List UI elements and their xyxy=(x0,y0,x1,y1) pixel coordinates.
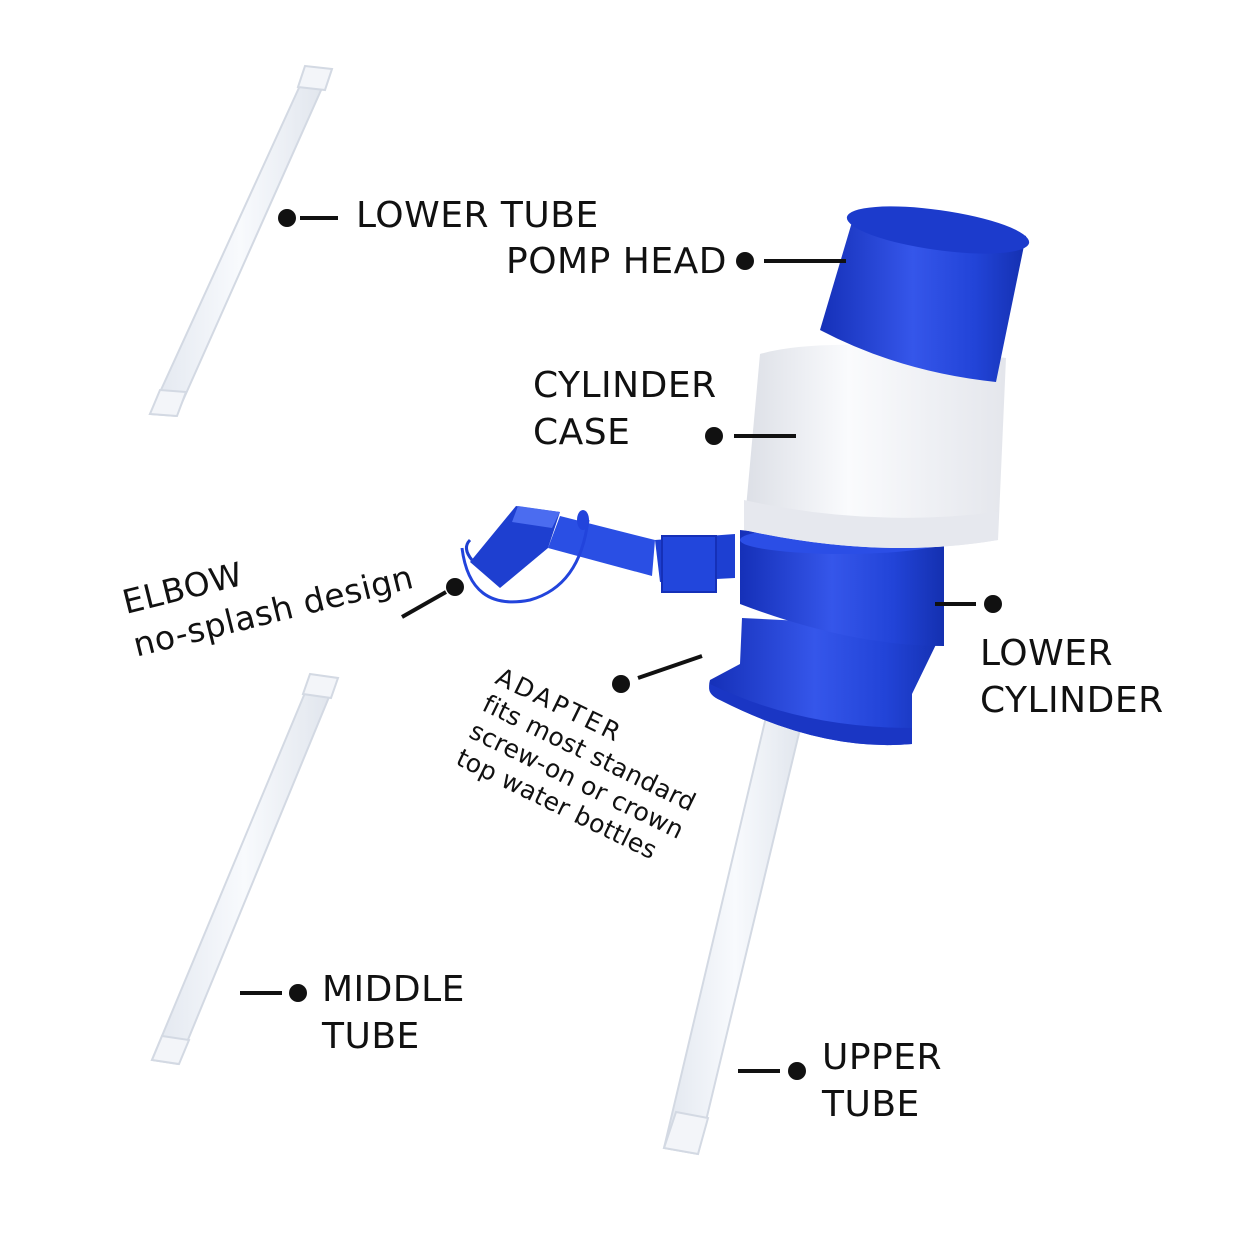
lower-cylinder-label: LOWER CYLINDER xyxy=(980,633,1164,721)
pomp-head-label: POMP HEAD xyxy=(506,241,727,282)
cylinder-case-label: CYLINDER CASE xyxy=(533,365,717,453)
pomp-head-dot xyxy=(736,252,754,270)
elbow-dot xyxy=(446,578,464,596)
lower-tube-dot xyxy=(278,209,296,227)
lower-tube-label: LOWER TUBE xyxy=(356,195,599,236)
middle-tube-label: MIDDLE TUBE xyxy=(322,969,465,1057)
leaders xyxy=(240,209,1002,1080)
elbow-part xyxy=(460,506,735,604)
adapter-line xyxy=(637,654,703,680)
middle-tube-dot xyxy=(289,984,307,1002)
upper-tube-dot xyxy=(788,1062,806,1080)
lower-cylinder-dot xyxy=(984,595,1002,613)
adapter-dot xyxy=(612,675,630,693)
upper-tube-part xyxy=(662,698,808,1156)
cylinder-case-dot xyxy=(705,427,723,445)
pump-body xyxy=(709,206,1030,746)
middle-tube-part xyxy=(150,672,340,1066)
lower-tube-part xyxy=(148,64,334,418)
elbow-line xyxy=(401,590,447,619)
upper-tube-label: UPPER TUBE xyxy=(822,1037,943,1125)
